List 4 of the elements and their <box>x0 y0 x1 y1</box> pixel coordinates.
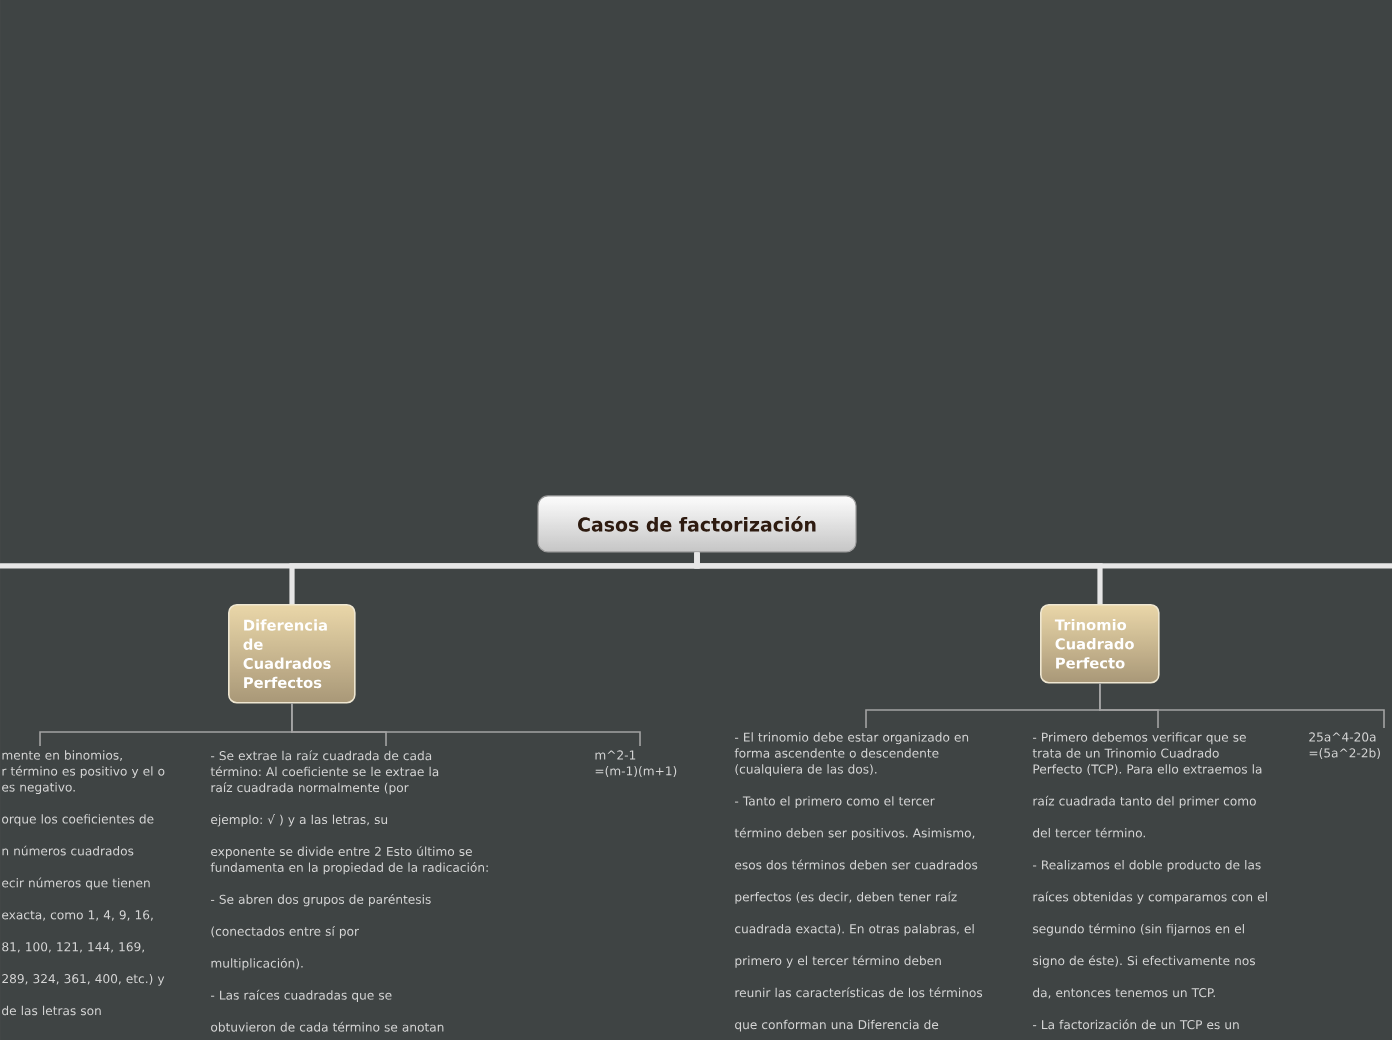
connector-line <box>1099 682 1385 729</box>
central-topic-box: Casos de factorización <box>537 495 857 553</box>
connector-line <box>694 552 1392 569</box>
connector-line <box>291 702 641 747</box>
